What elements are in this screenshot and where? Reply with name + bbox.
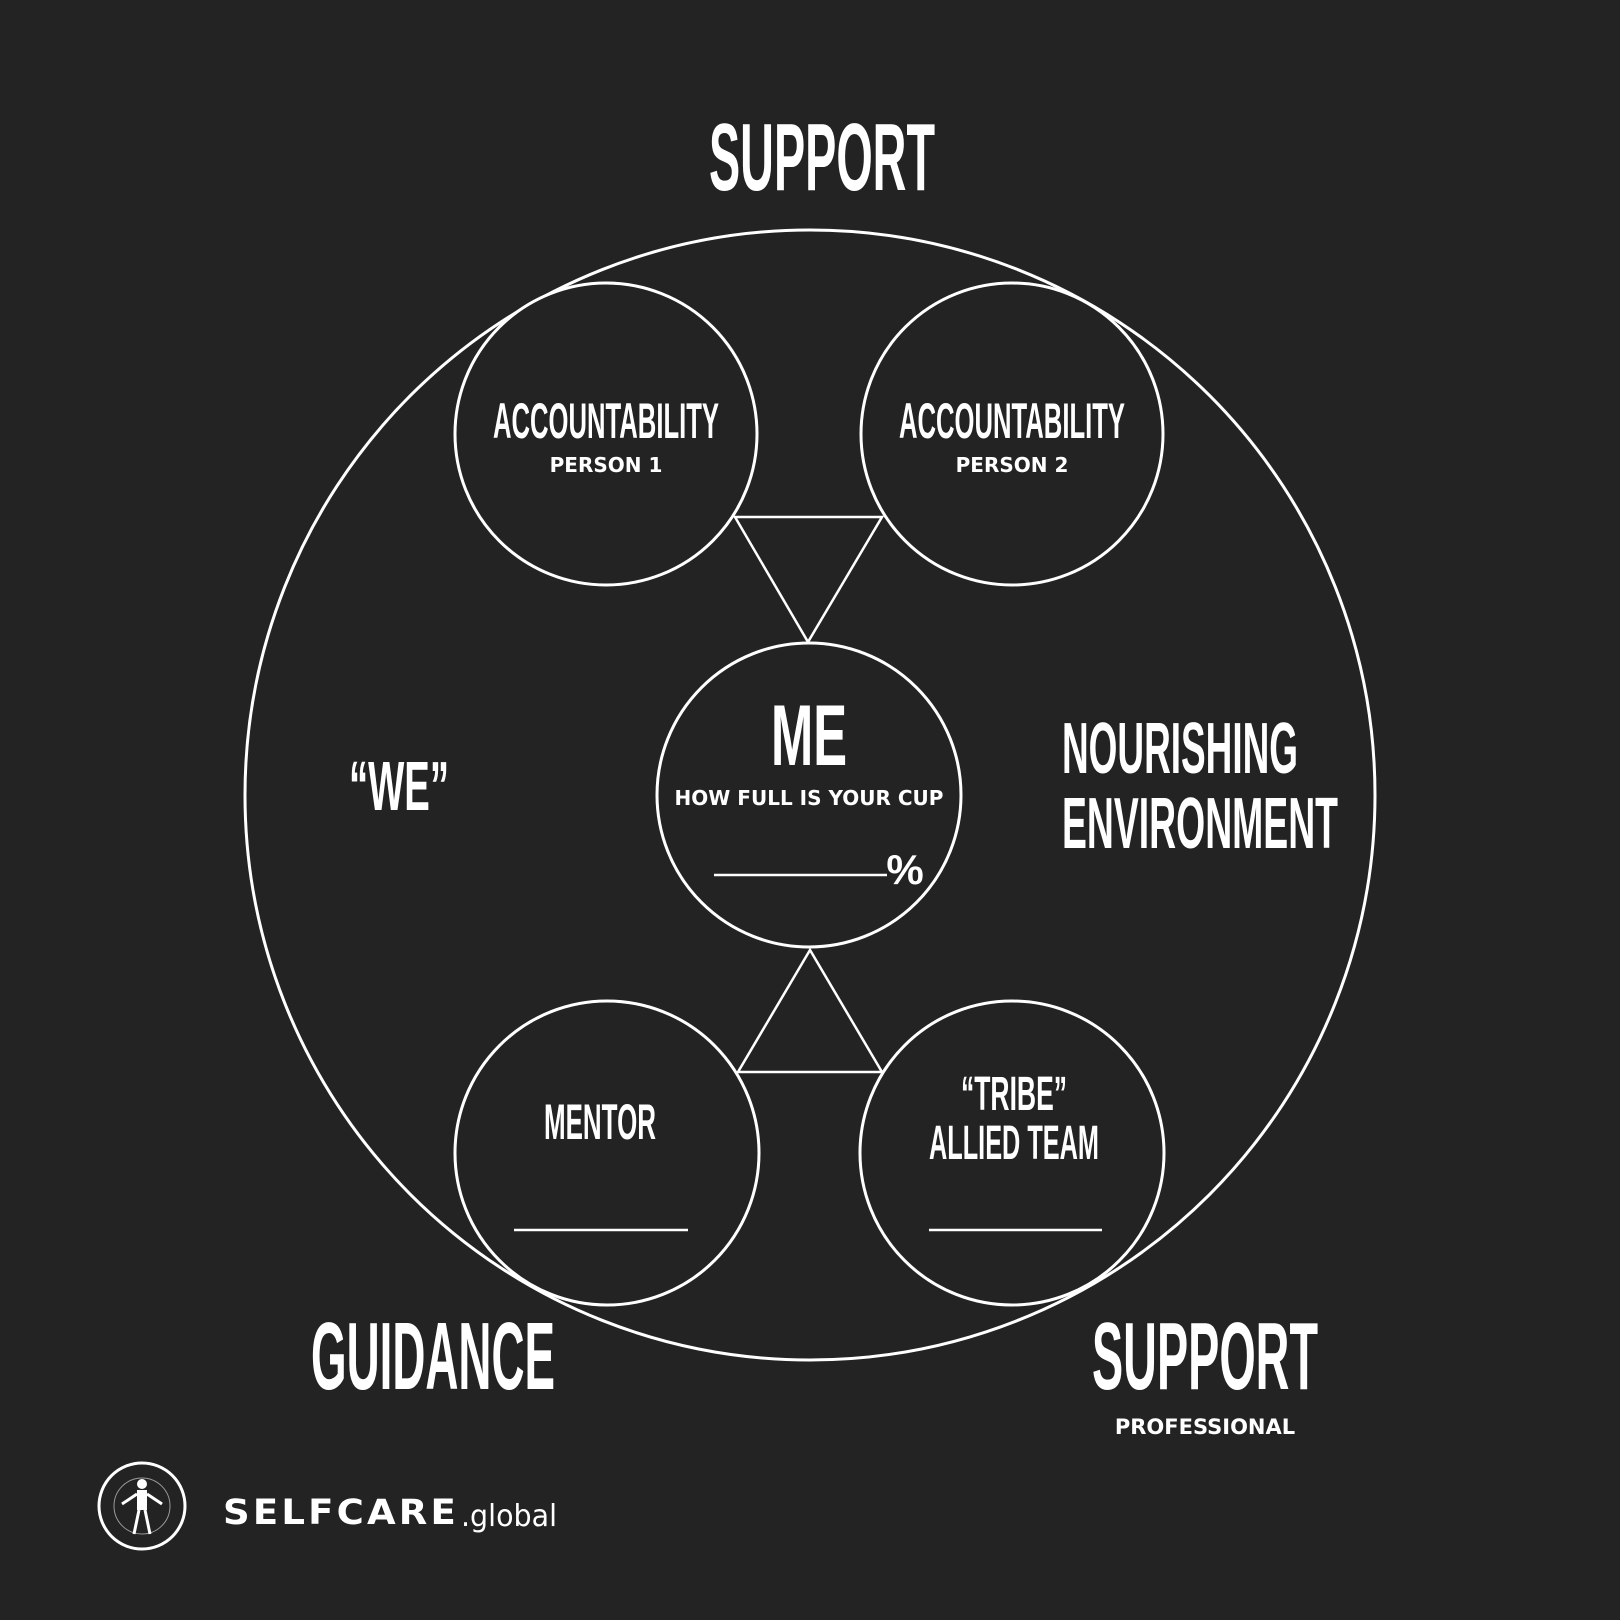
accountability-2-title: ACCOUNTABILITY bbox=[899, 393, 1125, 449]
me-subtitle: HOW FULL IS YOUR CUP bbox=[675, 786, 944, 810]
mentor-title: MENTOR bbox=[544, 1094, 656, 1150]
mentor-circle: MENTOR bbox=[453, 999, 761, 1307]
tribe-title: “TRIBE” bbox=[961, 1068, 1067, 1121]
accountability-1-title: ACCOUNTABILITY bbox=[493, 393, 719, 449]
percent-sign: % bbox=[886, 846, 923, 893]
top-triangle bbox=[732, 515, 885, 645]
support-top-heading: SUPPORT bbox=[709, 104, 935, 211]
accountability-1-subtitle: PERSON 1 bbox=[550, 453, 663, 477]
support-bottom-heading: SUPPORT bbox=[1092, 1303, 1318, 1410]
brand-suffix: .global bbox=[461, 1499, 557, 1534]
guidance-label: GUIDANCE bbox=[311, 1303, 555, 1410]
accountability-person-1-circle: ACCOUNTABILITY PERSON 1 bbox=[453, 281, 759, 587]
professional-subtitle: PROFESSIONAL bbox=[1115, 1415, 1295, 1439]
accountability-2-subtitle: PERSON 2 bbox=[956, 453, 1069, 477]
brand-name: SELFCARE bbox=[223, 1493, 459, 1533]
tribe-circle: “TRIBE” ALLIED TEAM bbox=[858, 999, 1166, 1307]
allied-team-title: ALLIED TEAM bbox=[929, 1117, 1099, 1170]
nourishing-label: NOURISHING bbox=[1062, 709, 1298, 789]
outer-circle bbox=[243, 228, 1377, 1362]
environment-label: ENVIRONMENT bbox=[1062, 784, 1338, 864]
we-label: “WE” bbox=[349, 747, 449, 825]
me-circle: ME HOW FULL IS YOUR CUP % bbox=[655, 641, 963, 949]
human-figure-logo-icon bbox=[97, 1461, 187, 1551]
bottom-triangle bbox=[735, 947, 885, 1074]
me-title: ME bbox=[771, 688, 847, 784]
accountability-person-2-circle: ACCOUNTABILITY PERSON 2 bbox=[859, 281, 1165, 587]
